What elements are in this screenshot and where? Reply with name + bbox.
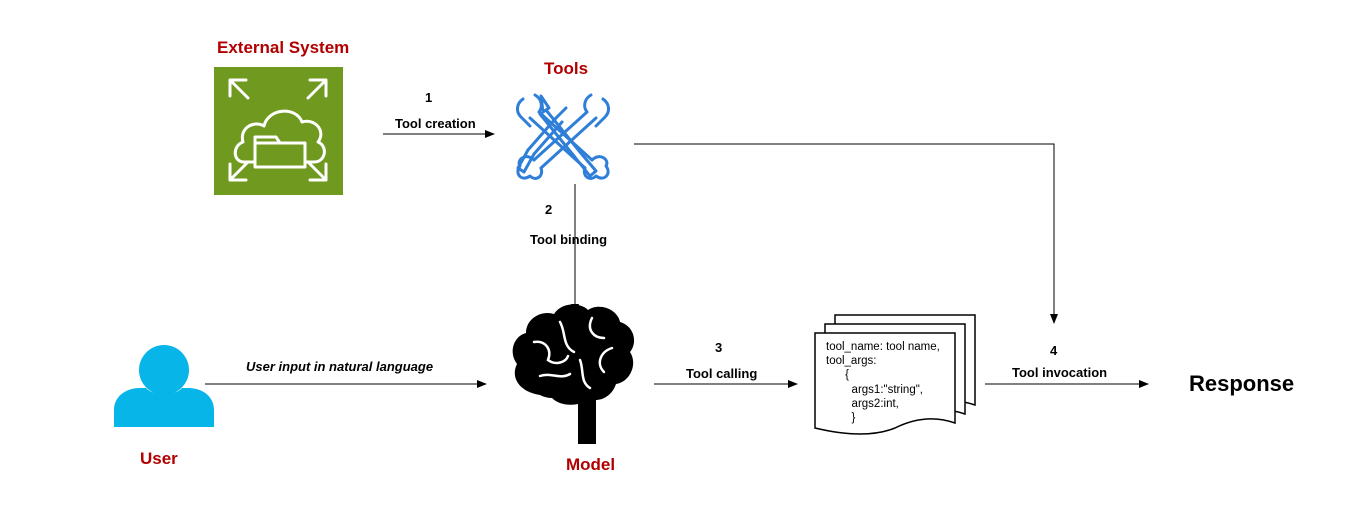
user-title: User	[140, 449, 178, 468]
tools-title: Tools	[544, 59, 589, 78]
tool-call-line-5: args2:int,	[826, 398, 899, 410]
tool-call-line-4: args1:"string",	[826, 384, 924, 396]
wrench-screwdriver-icon	[516, 93, 610, 180]
step-3-label: Tool calling	[686, 366, 758, 381]
model-title: Model	[566, 455, 616, 474]
tool-call-line-3: {	[826, 369, 850, 381]
step-4-label: Tool invocation	[1012, 365, 1108, 380]
tool-call-line-6: }	[826, 412, 856, 424]
step-1-label: Tool creation	[395, 116, 476, 131]
brain-icon	[512, 304, 635, 444]
user-input-label: User input in natural language	[246, 359, 434, 374]
document-stack-icon	[814, 314, 976, 435]
tool-call-line-1: tool_name: tool name,	[826, 341, 940, 353]
cloud-folder-icon	[214, 67, 343, 195]
tool-call-line-2: tool_args:	[826, 355, 877, 367]
step-1-number: 1	[425, 90, 433, 105]
response-label: Response	[1189, 371, 1295, 396]
user-icon	[114, 345, 214, 427]
step-3-number: 3	[715, 340, 723, 355]
step-4-number: 4	[1050, 343, 1058, 358]
step-2-label: Tool binding	[530, 232, 608, 247]
step-2-number: 2	[545, 202, 553, 217]
external-system-title: External System	[217, 38, 350, 57]
